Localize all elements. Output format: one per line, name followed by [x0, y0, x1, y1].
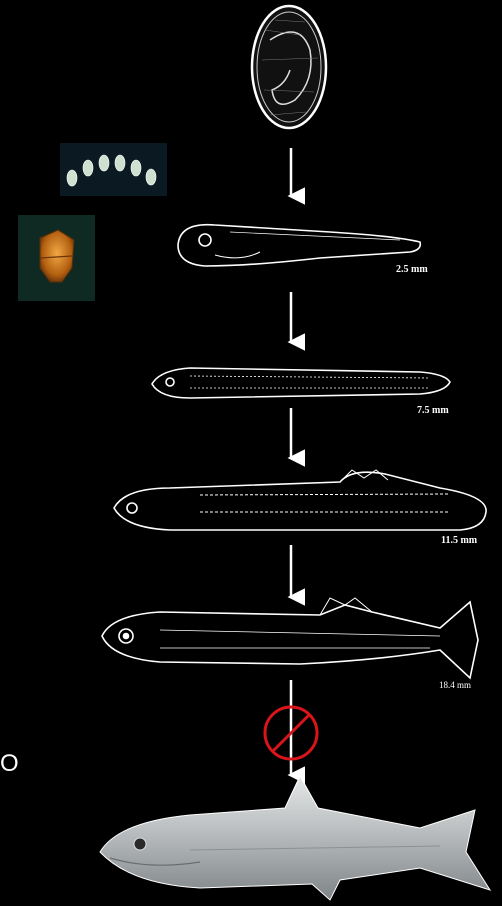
larva-stage-1 — [178, 225, 420, 266]
larva-stage-2 — [152, 368, 450, 398]
larva-stage-4 — [102, 598, 478, 678]
dinoflagellate-icon — [18, 215, 95, 301]
fish-egg-icon — [252, 6, 326, 128]
size-label-7-5mm: 7.5 mm — [417, 405, 449, 416]
size-label-11-5mm: 11.5 mm — [441, 535, 477, 546]
diatom-chain-icon — [60, 143, 167, 196]
size-label-2-5mm: 2.5 mm — [396, 264, 428, 275]
size-label-18-4mm: 18.4 mm — [439, 680, 471, 690]
edge-text: O — [0, 752, 19, 776]
adult-fish-icon — [100, 776, 490, 900]
larva-stage-3 — [114, 470, 486, 530]
